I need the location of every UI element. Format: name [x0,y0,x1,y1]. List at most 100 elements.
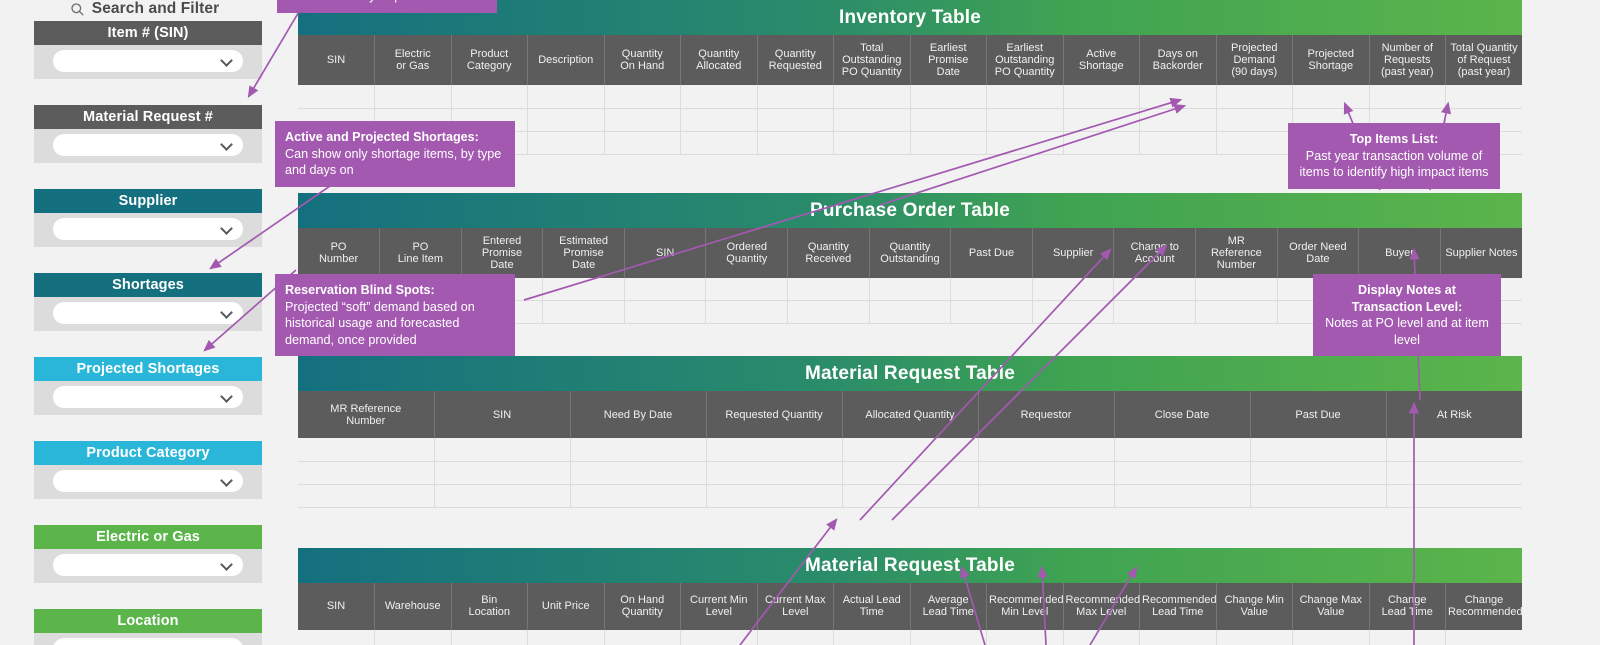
table-cell[interactable] [1445,85,1522,109]
table-cell[interactable] [986,629,1064,645]
table-cell[interactable] [451,85,528,109]
table-cell[interactable] [624,277,707,301]
column-header[interactable]: Buyer [1358,227,1441,278]
table-cell[interactable] [570,461,707,485]
table-cell[interactable] [986,131,1064,155]
table-cell[interactable] [1032,300,1115,324]
table-cell[interactable] [757,85,834,109]
table-cell[interactable] [680,131,758,155]
table-cell[interactable] [1292,629,1370,645]
table-cell[interactable] [757,108,834,132]
table-cell[interactable] [706,438,843,462]
table-cell[interactable] [910,131,987,155]
table-cell[interactable] [527,108,605,132]
table-cell[interactable] [604,85,681,109]
table-cell[interactable] [680,85,758,109]
table-cell[interactable] [1386,484,1522,508]
table-cell[interactable] [1216,629,1293,645]
filter-dropdown[interactable] [53,218,243,240]
table-cell[interactable] [787,300,870,324]
table-cell[interactable] [757,131,834,155]
column-header[interactable]: SIN [624,227,707,278]
table-cell[interactable] [706,461,843,485]
table-cell[interactable] [910,85,987,109]
table-row[interactable] [298,438,1522,462]
table-cell[interactable] [1250,438,1387,462]
table-cell[interactable] [705,277,789,301]
column-header[interactable]: Description [527,35,605,85]
table-cell[interactable] [542,277,625,301]
table-cell[interactable] [527,629,605,645]
table-cell[interactable] [950,300,1033,324]
table-cell[interactable] [1216,108,1293,132]
table-cell[interactable] [542,300,625,324]
table-cell[interactable] [374,629,452,645]
filter-dropdown[interactable] [53,470,243,492]
table-cell[interactable] [1114,461,1251,485]
table-cell[interactable] [434,484,571,508]
column-header[interactable]: Past Due [1250,391,1387,438]
table-cell[interactable] [986,108,1064,132]
table-cell[interactable] [624,300,707,324]
table-cell[interactable] [757,629,834,645]
table-cell[interactable] [1063,85,1140,109]
column-header[interactable]: Allocated Quantity [842,391,979,438]
table-cell[interactable] [978,461,1115,485]
table-cell[interactable] [1216,131,1293,155]
table-cell[interactable] [869,300,952,324]
table-cell[interactable] [1114,484,1251,508]
table-cell[interactable] [1139,131,1217,155]
table-cell[interactable] [1292,85,1370,109]
table-cell[interactable] [842,438,979,462]
table-cell[interactable] [950,277,1033,301]
table-cell[interactable] [910,108,987,132]
table-cell[interactable] [434,461,571,485]
column-header[interactable]: Close Date [1114,391,1251,438]
column-header[interactable]: SIN [298,582,375,630]
table-cell[interactable] [986,85,1064,109]
table-cell[interactable] [527,85,605,109]
table-cell[interactable] [1113,300,1197,324]
table-cell[interactable] [1063,629,1140,645]
table-cell[interactable] [1386,461,1522,485]
column-header[interactable]: Unit Price [527,582,605,630]
table-cell[interactable] [570,438,707,462]
table-cell[interactable] [604,131,681,155]
filter-dropdown[interactable] [53,386,243,408]
column-header[interactable]: At Risk [1386,391,1522,438]
table-cell[interactable] [1250,461,1387,485]
table-cell[interactable] [842,461,979,485]
table-cell[interactable] [1195,277,1278,301]
table-row[interactable] [298,629,1522,645]
filter-dropdown[interactable] [53,302,243,324]
table-cell[interactable] [1063,108,1140,132]
column-header[interactable]: Supplier Notes [1440,227,1522,278]
table-cell[interactable] [910,629,987,645]
